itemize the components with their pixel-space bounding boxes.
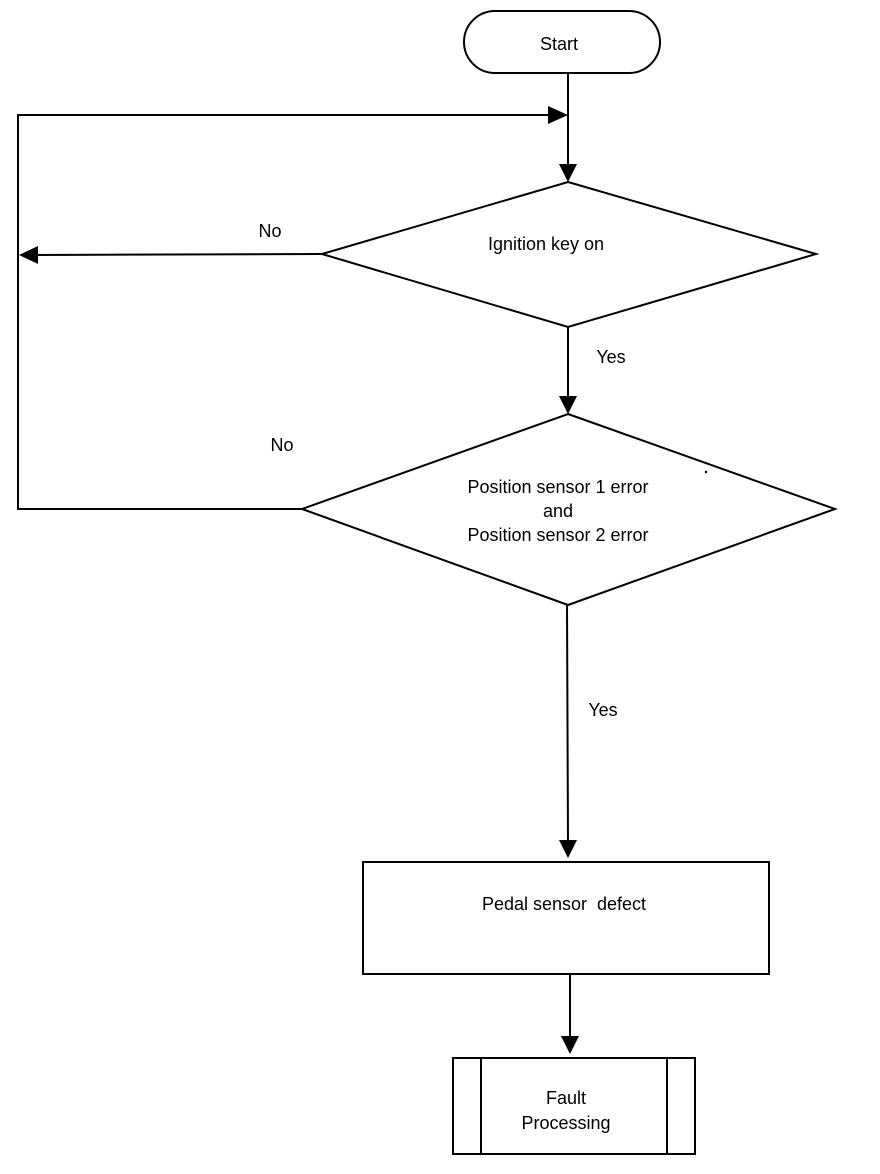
defect-label: Pedal sensor defect [482, 894, 646, 914]
connector-sensor-yes: Yes [559, 604, 618, 858]
defect-process-node: Pedal sensor defect [362, 861, 770, 975]
ignition-no-label: No [258, 221, 281, 241]
defect-process-shape [362, 861, 770, 975]
connector-loop-back [17, 106, 568, 510]
sensor-label-line3: Position sensor 2 error [467, 525, 648, 545]
start-node: Start [463, 10, 661, 74]
fault-subprocess-shape [452, 1057, 696, 1155]
connector-start-to-ignition [559, 73, 577, 182]
ignition-decision-shape [318, 180, 820, 329]
ignition-label: Ignition key on [488, 234, 604, 254]
ignition-yes-label: Yes [596, 347, 625, 367]
start-terminator-shape [463, 10, 661, 74]
connector-defect-to-fault [561, 974, 579, 1054]
fault-subprocess-node: Fault Processing [452, 1057, 696, 1155]
arrowhead-down-icon [561, 1036, 579, 1054]
arrowhead-down-icon [559, 396, 577, 414]
arrowhead-right-icon [548, 106, 568, 124]
stray-dot [704, 470, 708, 474]
fault-label-line2: Processing [521, 1113, 610, 1133]
fault-label-line1: Fault [546, 1088, 586, 1108]
sensor-label-line2: and [543, 501, 573, 521]
ignition-decision-node: Ignition key on [318, 180, 820, 329]
connector-ignition-no: No [19, 221, 323, 264]
arrowhead-left-icon [19, 246, 38, 264]
start-label: Start [540, 34, 578, 54]
sensor-decision-node: Position sensor 1 error and Position sen… [299, 412, 838, 607]
arrowhead-down-icon [559, 164, 577, 182]
arrowhead-down-icon [559, 840, 577, 858]
sensor-label-line1: Position sensor 1 error [467, 477, 648, 497]
sensor-yes-label: Yes [588, 700, 617, 720]
sensor-no-label: No [270, 435, 293, 455]
connector-ignition-yes: Yes [559, 327, 626, 414]
